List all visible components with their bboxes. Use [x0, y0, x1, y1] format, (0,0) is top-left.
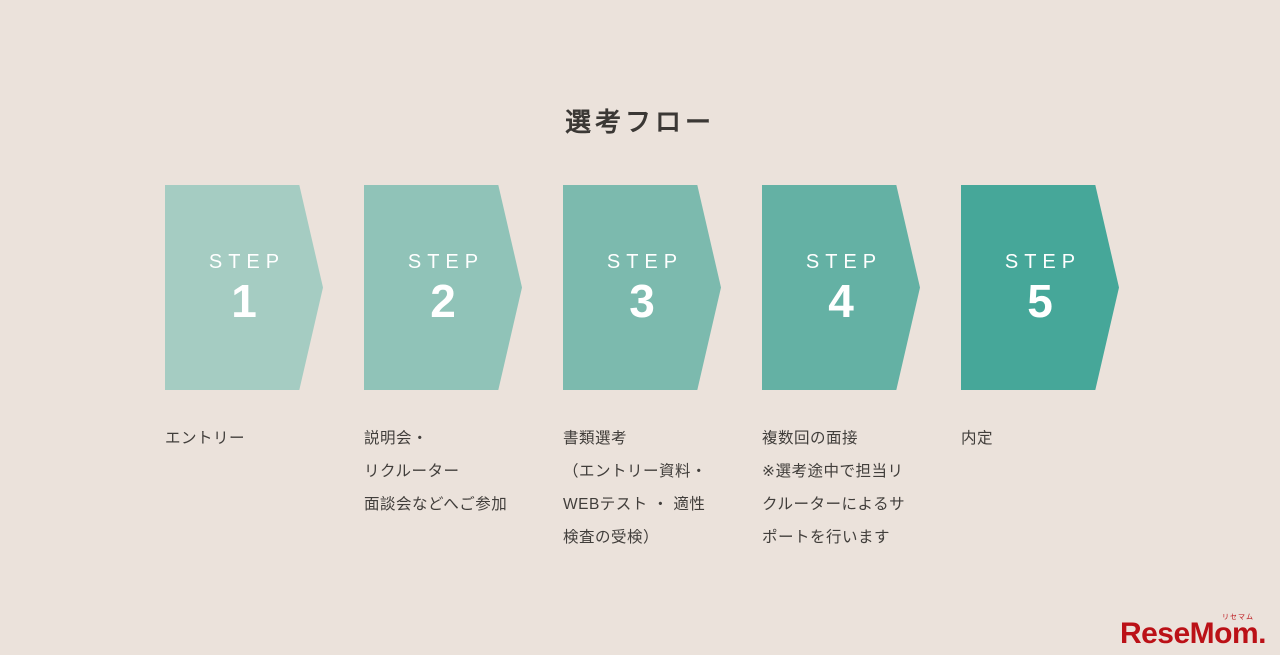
- description-line: 検査の受検）: [563, 529, 660, 546]
- step-3-label: STEP: [606, 251, 684, 273]
- step-1-label: STEP: [208, 251, 286, 273]
- description-line: 複数回の面接: [762, 430, 859, 447]
- step-2: STEP 2 説明会・ リクルーター 面談会などへご参加: [364, 185, 522, 554]
- description-line: 書類選考: [563, 430, 628, 447]
- step-3-description: 書類選考 （エントリー資料・ WEBテスト ・ 適性 検査の受検）: [563, 422, 721, 554]
- description-line: クルーターによるサ: [762, 496, 906, 513]
- step-4-description: 複数回の面接 ※選考途中で担当リ クルーターによるサ ポートを行います: [762, 422, 920, 554]
- step-1: STEP 1 エントリー: [165, 185, 323, 554]
- description-line: （エントリー資料・: [563, 463, 708, 480]
- description-line: リクルーター: [364, 463, 460, 480]
- step-5-number: 5: [1027, 275, 1053, 327]
- step-5-description: 内定: [961, 422, 1119, 455]
- description-line: ※選考途中で担当リ: [762, 463, 904, 480]
- step-2-description: 説明会・ リクルーター 面談会などへご参加: [364, 422, 522, 521]
- step-1-arrow: STEP 1: [165, 185, 323, 390]
- step-3: STEP 3 書類選考 （エントリー資料・ WEBテスト ・ 適性 検査の受検）: [563, 185, 721, 554]
- steps-row: STEP 1 エントリー STEP 2 説明会・ リクルーター 面談会などへご参…: [165, 185, 1119, 554]
- step-1-description: エントリー: [165, 422, 323, 455]
- step-4-label: STEP: [805, 251, 883, 273]
- step-3-arrow: STEP 3: [563, 185, 721, 390]
- description-line: 面談会などへご参加: [364, 496, 508, 513]
- step-3-number: 3: [629, 275, 655, 327]
- step-1-number: 1: [231, 275, 257, 327]
- step-4-number: 4: [828, 275, 854, 327]
- step-4: STEP 4 複数回の面接 ※選考途中で担当リ クルーターによるサ ポートを行い…: [762, 185, 920, 554]
- step-5: STEP 5 内定: [961, 185, 1119, 554]
- step-5-arrow: STEP 5: [961, 185, 1119, 390]
- description-line: 説明会・: [364, 430, 429, 447]
- step-5-label: STEP: [1004, 251, 1082, 273]
- resemom-logo-furigana: リセマム: [1222, 614, 1254, 621]
- resemom-logo-text: ReseMom: [1119, 617, 1259, 650]
- description-line: エントリー: [165, 430, 246, 447]
- description-line: ポートを行います: [762, 529, 891, 546]
- page-title: 選考フロー: [564, 107, 715, 137]
- step-4-arrow: STEP 4: [762, 185, 920, 390]
- step-2-arrow: STEP 2: [364, 185, 522, 390]
- description-line: WEBテスト ・ 適性: [563, 496, 706, 513]
- resemom-logo-period: .: [1258, 617, 1266, 650]
- step-2-label: STEP: [407, 251, 485, 273]
- step-2-number: 2: [430, 275, 456, 327]
- description-line: 内定: [961, 430, 994, 447]
